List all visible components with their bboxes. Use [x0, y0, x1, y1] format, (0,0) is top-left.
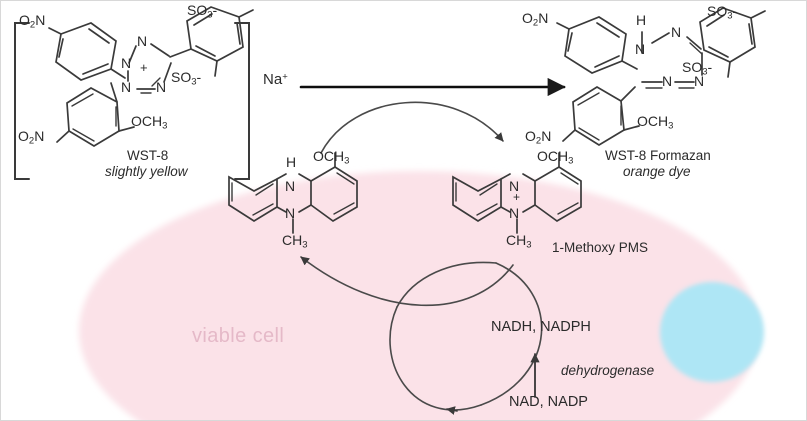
formazan-nitro-methoxyphenyl: [562, 86, 640, 146]
viable-cell-body: [79, 171, 759, 420]
wst8-sulfonate-bottom-label: SO3-: [171, 69, 202, 88]
wst8-sulfonate-top-label: SO3-: [187, 2, 218, 21]
formazan-appearance-label: orange dye: [623, 164, 691, 179]
reduced-pms-n-top-label: N: [285, 178, 296, 194]
nad-cycle-arrow: [389, 261, 543, 415]
viable-cell-label: viable cell: [192, 325, 285, 347]
formazan-n-b-label: N: [671, 24, 682, 40]
nadh-nadph-label: NADH, NADPH: [491, 319, 591, 335]
wst8-name-label: WST-8: [127, 148, 169, 163]
formazan-methoxy-label: OCH3: [637, 113, 674, 132]
oxidized-pms-positive-charge: +: [513, 190, 521, 204]
wst8-tetrazolium-ring: [127, 43, 192, 94]
dehydrogenase-label: dehydrogenase: [561, 363, 655, 378]
oxidized-pms-methoxy-label: OCH3: [537, 148, 574, 167]
reduced-pms-n-bottom-label: N: [285, 205, 296, 221]
wst8-nitro-methoxyphenyl: [56, 82, 135, 147]
oxidized-pms-n-methyl-label: CH3: [506, 232, 532, 251]
wst8-brackets: [14, 22, 250, 180]
wst8-reduction-curved-arrow: [320, 101, 504, 154]
wst8-ring-n2-label: N: [137, 33, 148, 49]
wst8-disulfophenyl: [186, 6, 254, 77]
formazan-n-d-label: N: [694, 73, 705, 89]
reduced-pms-n-methyl-label: CH3: [282, 232, 308, 251]
formazan-nitro-top-label: O2N: [522, 10, 549, 29]
formazan-sulfonate-bottom-label: SO3-: [682, 59, 713, 78]
wst8-appearance-label: slightly yellow: [105, 164, 188, 179]
nad-nadp-label: NAD, NADP: [509, 394, 588, 410]
pms-recycle-arrow: [300, 256, 514, 307]
formazan-nitro-bottom-label: O2N: [525, 128, 552, 147]
formazan-sulfonate-top-label: SO3-: [707, 3, 738, 22]
wst8-nitrophenyl-top: [48, 22, 126, 81]
wst8-ring-n4-label: N: [156, 79, 167, 95]
formazan-nh-hydrogen-label: H: [636, 12, 647, 28]
formazan-nitrophenyl-top: [556, 16, 638, 74]
oxidized-pms-n-bottom-label: N: [509, 205, 520, 221]
wst8-methoxy-label: OCH3: [131, 113, 168, 132]
wst8-ring-n1-label: N: [121, 55, 132, 71]
wst8-nitro-bottom-label: O2N: [18, 128, 45, 147]
wst8-nitro-top-label: O2N: [19, 12, 46, 31]
oxidized-pms-name-label: 1-Methoxy PMS: [552, 240, 649, 255]
sodium-counterion-label: Na+: [263, 71, 288, 88]
wst8-ring-n3-label: N: [121, 79, 132, 95]
formazan-name-label: WST-8 Formazan: [605, 148, 711, 163]
oxidized-pms-structure: [452, 152, 582, 234]
formazan-disulfophenyl: [699, 7, 766, 78]
formazan-n-c-label: N: [662, 73, 673, 89]
reduced-pms-nh-hydrogen-label: H: [286, 154, 297, 170]
cell-nucleus: [660, 282, 764, 382]
oxidized-pms-n-top-label: N: [509, 178, 520, 194]
formazan-chain: [620, 31, 703, 102]
formazan-n-a-label: N: [635, 41, 646, 57]
wst8-ring-positive-charge: +: [140, 60, 148, 75]
reduced-pms-structure: [228, 152, 358, 234]
reduced-pms-methoxy-label: OCH3: [313, 148, 350, 167]
